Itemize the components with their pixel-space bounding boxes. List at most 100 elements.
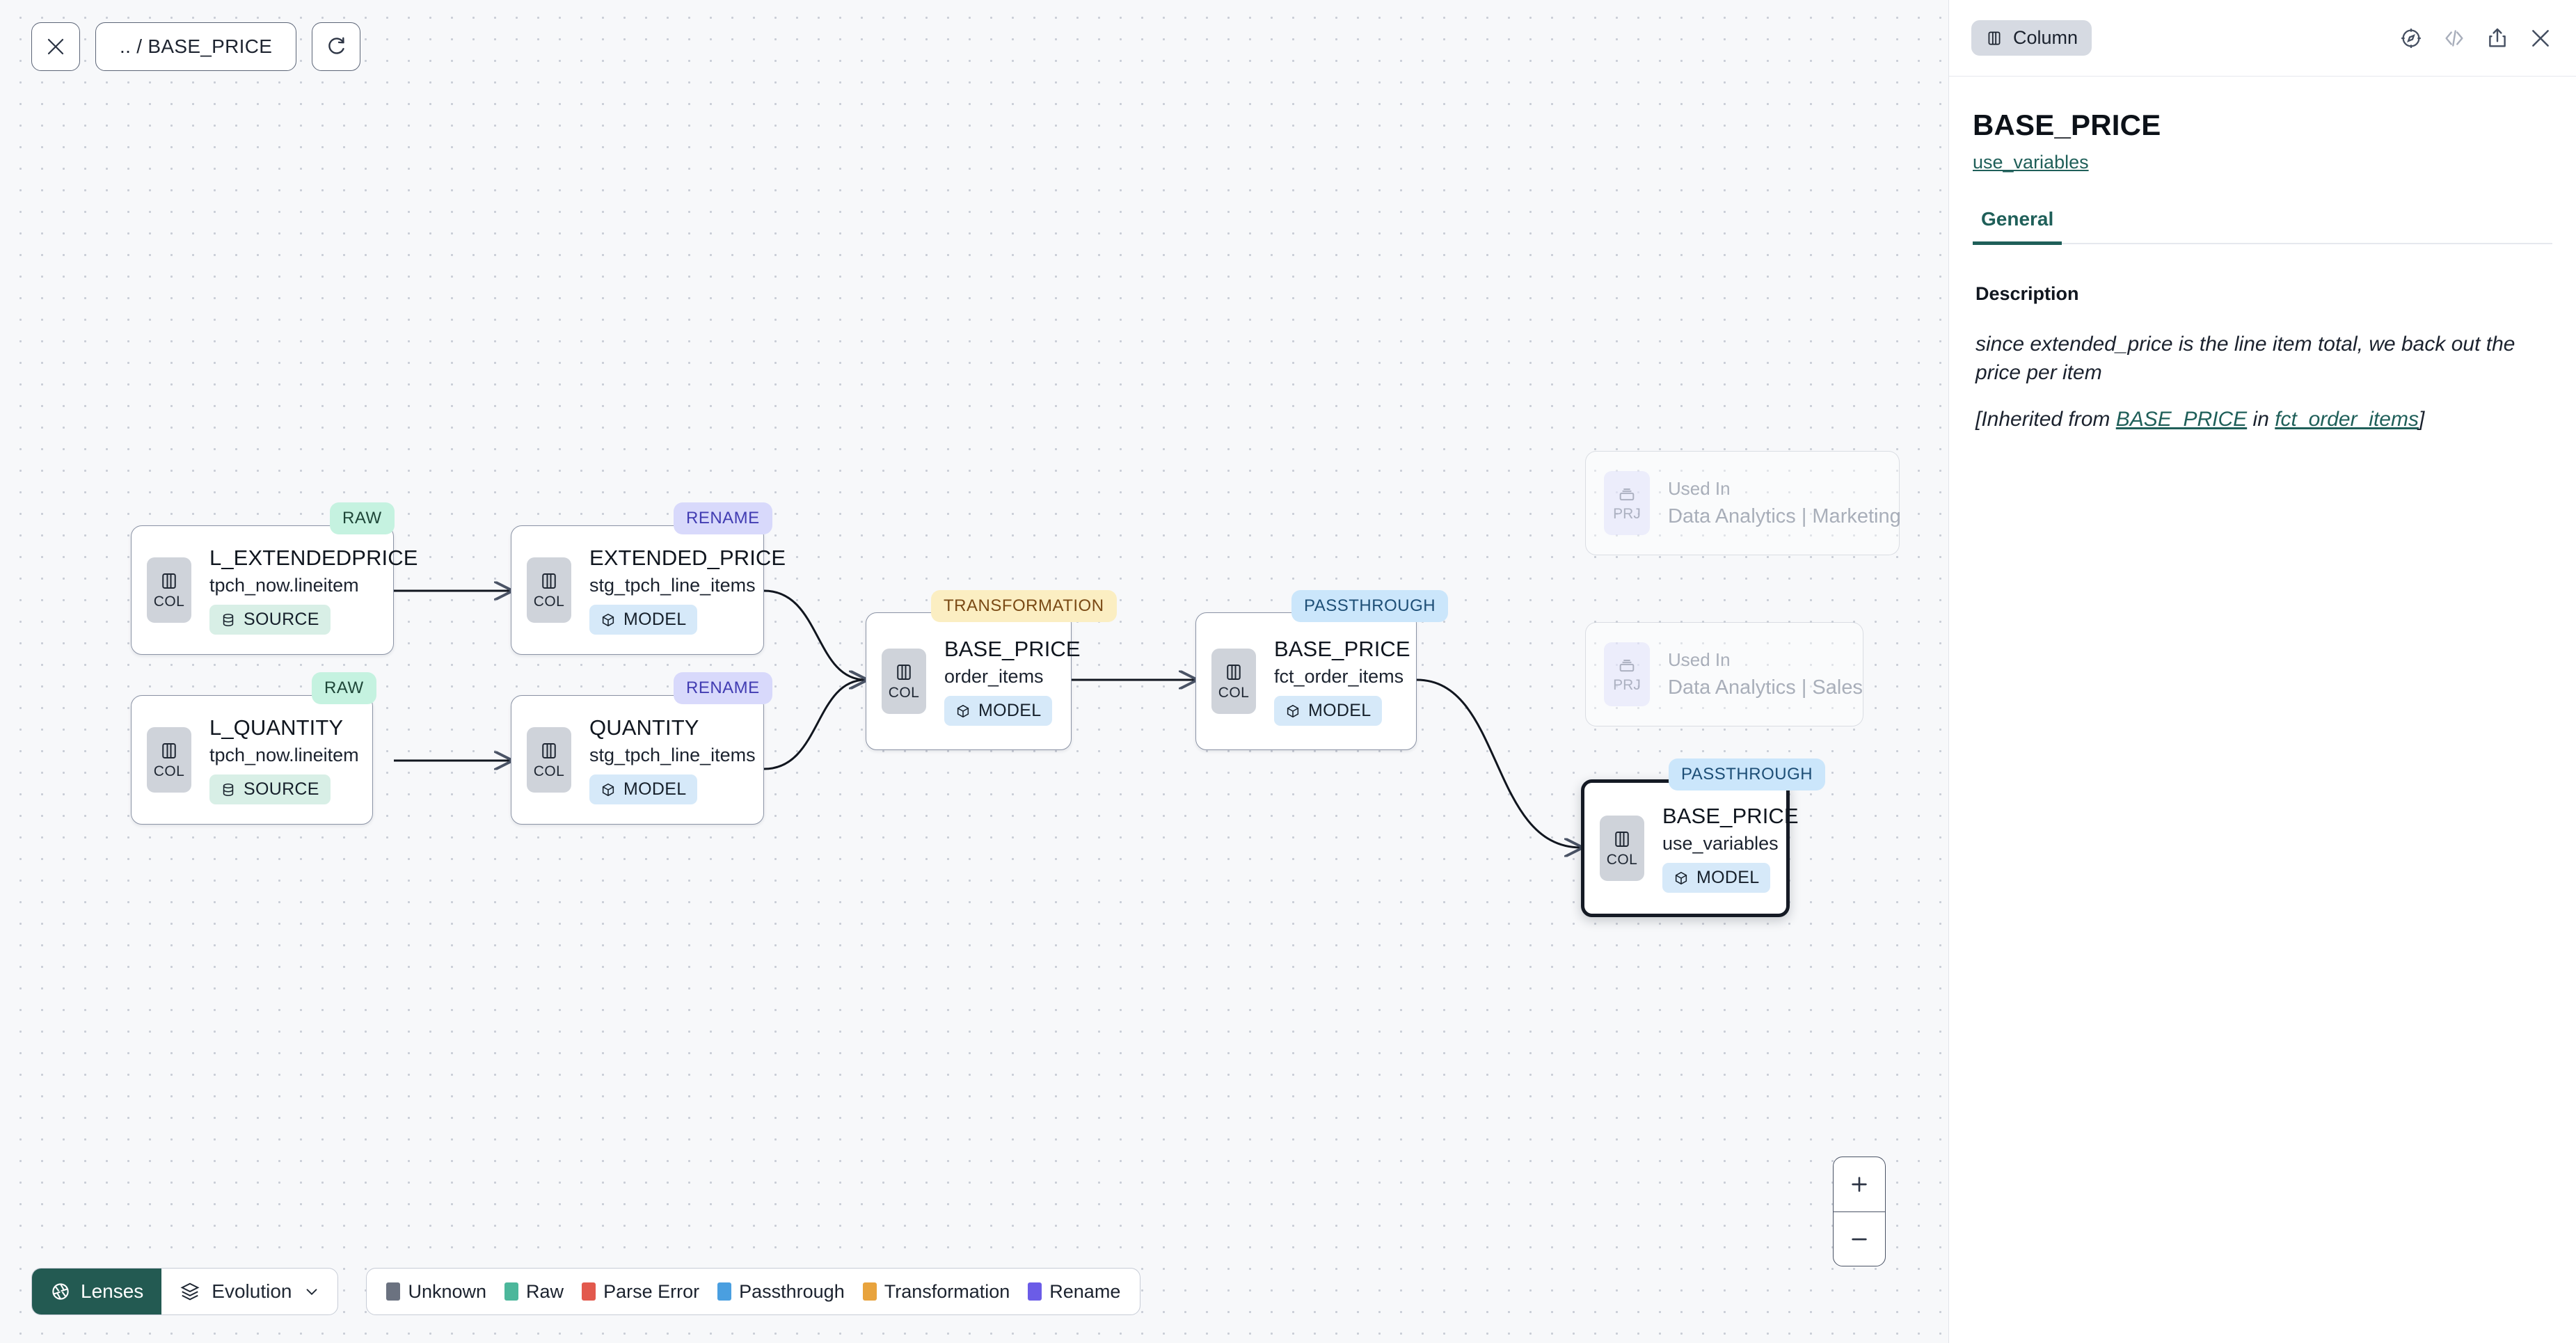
details-panel-header: Column	[1949, 0, 2576, 77]
lineage-canvas[interactable]: .. / BASE_PRICE PRJ Used In Data Analyti…	[0, 0, 1948, 1343]
breadcrumb-button[interactable]: .. / BASE_PRICE	[95, 22, 297, 71]
evolution-dropdown[interactable]: Evolution	[161, 1269, 337, 1314]
minus-icon	[1852, 1238, 1867, 1240]
node-chip-source: SOURCE	[209, 605, 331, 635]
ghost-used-in-value: Data Analytics | Sales	[1668, 676, 1863, 699]
canvas-toolbar: .. / BASE_PRICE	[31, 22, 361, 71]
legend-item[interactable]: Raw	[504, 1281, 564, 1303]
page-title: BASE_PRICE	[1973, 109, 2161, 141]
column-icon: COL	[147, 727, 191, 793]
node-badge-passthrough: PASSTHROUGH	[1669, 758, 1826, 790]
node-base-price-order-items[interactable]: COL BASE_PRICE order_items MODEL	[866, 612, 1081, 750]
node-badge-raw: RAW	[312, 672, 376, 704]
aperture-icon	[52, 1283, 69, 1300]
node-title: EXTENDED_PRICE	[589, 546, 786, 570]
inherited-suffix: ]	[2418, 408, 2425, 431]
node-title: QUANTITY	[589, 715, 699, 740]
node-extended-price[interactable]: COL EXTENDED_PRICE stg_tpch_line_items M…	[511, 525, 786, 655]
zoom-in-button[interactable]	[1834, 1157, 1885, 1211]
node-badge-passthrough: PASSTHROUGH	[1291, 590, 1449, 622]
node-icon-label: COL	[888, 684, 920, 701]
close-graph-button[interactable]	[31, 22, 80, 71]
lenses-group: Lenses Evolution	[31, 1268, 339, 1315]
column-icon: COL	[527, 727, 571, 793]
legend-swatch	[582, 1282, 596, 1301]
lenses-button[interactable]: Lenses	[32, 1269, 162, 1314]
explore-icon[interactable]	[2399, 26, 2423, 50]
node-chip-model: MODEL	[589, 774, 698, 804]
legend-item[interactable]: Unknown	[386, 1281, 486, 1303]
close-icon[interactable]	[2529, 26, 2552, 50]
node-l-quantity[interactable]: COL L_QUANTITY tpch_now.lineitem SOURCE	[131, 695, 373, 825]
node-icon-label: COL	[533, 763, 565, 779]
parent-model-link[interactable]: use_variables	[1973, 152, 2089, 173]
database-icon	[223, 613, 234, 626]
inherited-model-link[interactable]: fct_order_items	[2275, 408, 2419, 431]
ghost-card-used-in-sales[interactable]: PRJ Used In Data Analytics | Sales	[1585, 622, 1863, 726]
inherited-column-link[interactable]: BASE_PRICE	[2115, 408, 2248, 431]
column-icon	[1988, 31, 2001, 45]
description-section: Description since extended_price is the …	[1949, 244, 2576, 432]
legend-swatch	[717, 1282, 732, 1301]
column-icon: COL	[882, 649, 926, 714]
code-icon[interactable]	[2442, 26, 2466, 50]
refresh-icon	[328, 37, 344, 54]
legend-item[interactable]: Parse Error	[582, 1281, 699, 1303]
node-title: L_QUANTITY	[209, 715, 344, 740]
node-badge-rename: RENAME	[674, 502, 772, 534]
node-title: BASE_PRICE	[944, 637, 1081, 661]
node-title: BASE_PRICE	[1274, 637, 1410, 661]
node-chip-source: SOURCE	[209, 774, 331, 804]
node-subtitle: use_variables	[1662, 833, 1779, 854]
node-base-price-fct-order-items[interactable]: COL BASE_PRICE fct_order_items MODEL	[1195, 612, 1417, 750]
entity-kind-pill[interactable]: Column	[1971, 20, 2092, 56]
legend-swatch	[862, 1282, 877, 1301]
chevron-down-icon	[307, 1289, 317, 1296]
node-chip-label: SOURCE	[244, 610, 319, 629]
ghost-used-in-label: Used In	[1668, 649, 1731, 670]
legend-label: Passthrough	[739, 1280, 845, 1302]
zoom-controls	[1833, 1157, 1886, 1266]
share-icon[interactable]	[2486, 26, 2509, 50]
node-subtitle: stg_tpch_line_items	[589, 575, 756, 596]
legend-item[interactable]: Passthrough	[717, 1281, 845, 1303]
column-icon: COL	[147, 557, 191, 623]
node-badge-raw: RAW	[330, 502, 395, 534]
column-icon: COL	[527, 557, 571, 623]
node-chip-label: MODEL	[1696, 868, 1760, 887]
cube-icon	[602, 613, 614, 626]
legend-swatch	[386, 1282, 401, 1301]
ghost-used-in-label: Used In	[1668, 478, 1731, 499]
inherited-middle: in	[2247, 408, 2275, 431]
node-chip-label: MODEL	[623, 610, 687, 629]
node-title: L_EXTENDEDPRICE	[209, 546, 418, 570]
description-inherited: [Inherited from BASE_PRICE in fct_order_…	[1975, 408, 2552, 431]
node-icon-label: COL	[1606, 851, 1638, 868]
legend-item[interactable]: Transformation	[862, 1281, 1010, 1303]
node-quantity[interactable]: COL QUANTITY stg_tpch_line_items MODEL	[511, 695, 764, 825]
node-chip-label: MODEL	[978, 701, 1042, 720]
details-tabs: General	[1973, 208, 2552, 245]
description-label: Description	[1975, 283, 2079, 304]
ghost-icon-label: PRJ	[1613, 505, 1641, 522]
legend-label: Parse Error	[603, 1280, 700, 1302]
node-chip-label: SOURCE	[244, 779, 319, 799]
node-subtitle: stg_tpch_line_items	[589, 745, 756, 765]
refresh-button[interactable]	[312, 22, 361, 71]
node-l-extendedprice[interactable]: COL L_EXTENDEDPRICE tpch_now.lineitem SO…	[131, 525, 418, 655]
node-base-price-use-variables[interactable]: COL BASE_PRICE use_variables MODEL	[1581, 779, 1799, 917]
node-icon-label: COL	[533, 593, 565, 610]
ghost-card-used-in-marketing[interactable]: PRJ Used In Data Analytics | Marketing	[1585, 451, 1901, 555]
database-icon	[223, 783, 234, 796]
breadcrumb: .. / BASE_PRICE	[120, 35, 273, 57]
tab-general[interactable]: General	[1973, 208, 2062, 245]
node-chip-label: MODEL	[1308, 701, 1372, 720]
node-chip-model: MODEL	[1662, 863, 1771, 893]
node-badge-rename: RENAME	[674, 672, 772, 704]
legend-label: Unknown	[408, 1280, 487, 1302]
legend-label: Raw	[526, 1280, 564, 1302]
zoom-out-button[interactable]	[1834, 1211, 1885, 1266]
legend-item[interactable]: Rename	[1028, 1281, 1120, 1303]
node-icon-label: COL	[1218, 684, 1250, 701]
ghost-used-in-value: Data Analytics | Marketing	[1668, 505, 1901, 527]
